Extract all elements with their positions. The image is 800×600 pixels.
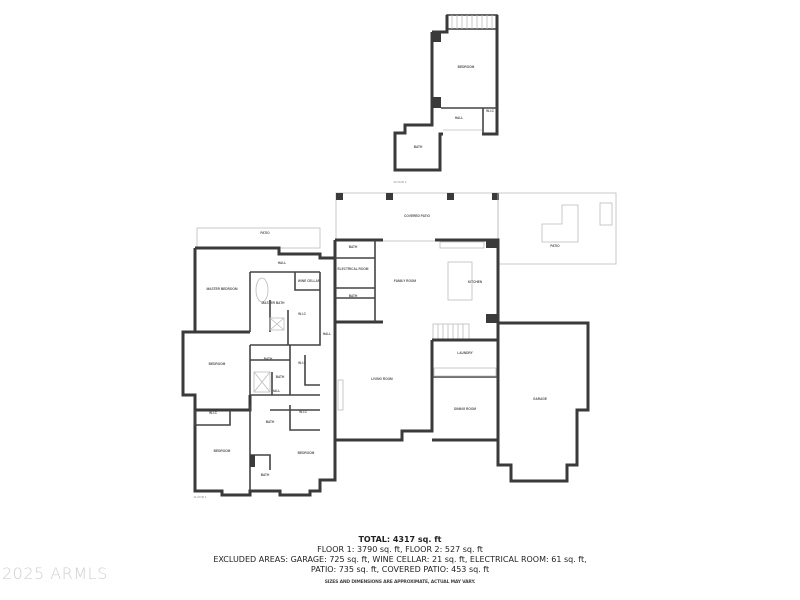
room-label: KITCHEN <box>468 280 483 284</box>
room-label: W.I.C <box>298 361 306 365</box>
room-label: BATH <box>261 473 270 477</box>
room-label: BEDROOM <box>298 451 315 455</box>
patio <box>497 192 617 265</box>
excluded-areas-2: PATIO: 735 sq. ft, COVERED PATIO: 453 sq… <box>310 565 490 574</box>
room-label: W.I.C <box>209 411 217 415</box>
excluded-areas-1: EXCLUDED AREAS: GARAGE: 725 sq. ft, WINE… <box>213 555 587 564</box>
room-label: W.I.C <box>299 410 307 414</box>
room-label: W.I.C <box>298 312 306 316</box>
floor-plan: BEDROOM HALL W.I.C BATH FLOOR 2 COVERED … <box>181 14 617 499</box>
room-label: MASTER BEDROOM <box>207 287 238 291</box>
left-wing-outer-wall <box>181 248 337 497</box>
room-label: FAMILY ROOM <box>394 279 416 283</box>
room-label: BATH <box>264 357 273 361</box>
room-label: BATH <box>276 375 285 379</box>
floor-2: BEDROOM HALL W.I.C BATH FLOOR 2 <box>393 14 499 184</box>
stair-treads <box>451 15 493 29</box>
floor-1-label: FLOOR 1 <box>194 495 207 499</box>
room-label: LIVING ROOM <box>371 377 393 381</box>
disclaimer: SIZES AND DIMENSIONS ARE APPROXIMATE, AC… <box>324 580 476 585</box>
room-label: BEDROOM <box>209 362 226 366</box>
family-kitchen-walls <box>333 238 500 324</box>
room-label: DINING ROOM <box>454 407 476 411</box>
room-label: BEDROOM <box>214 449 231 453</box>
room-label: BATH <box>266 420 275 424</box>
floor-1: COVERED PATIO PATIO PATIO FAMILY ROOM KI… <box>181 192 617 499</box>
living-room-walls <box>333 322 500 442</box>
room-label: HALL <box>272 389 281 393</box>
room-label: PATIO <box>260 231 270 235</box>
room-label: GARAGE <box>533 397 547 401</box>
garage-walls <box>496 321 590 483</box>
patio-left <box>196 227 321 249</box>
column <box>432 32 441 42</box>
room-label: BEDROOM <box>458 65 475 69</box>
room-label: LAUNDRY <box>457 351 473 355</box>
room-label: MASTER BATH <box>262 301 286 305</box>
room-label: BATH <box>414 145 423 149</box>
room-label: HALL <box>323 332 332 336</box>
room-label: W.I.C <box>486 109 494 113</box>
floor-areas: FLOOR 1: 3790 sq. ft, FLOOR 2: 527 sq. f… <box>317 545 483 554</box>
room-label: ELECTRICAL ROOM <box>338 267 369 271</box>
column <box>432 97 441 108</box>
room-label: PATIO <box>550 244 560 248</box>
room-label: COVERED PATIO <box>404 214 430 218</box>
room-label: HALL <box>278 261 287 265</box>
total-area: TOTAL: 4317 sq. ft <box>358 535 442 544</box>
room-label: BATH <box>349 294 358 298</box>
watermark: 2025 ARMLS <box>2 564 108 583</box>
upper-outer-wall <box>393 15 499 172</box>
room-label: WINE CELLAR <box>298 279 321 283</box>
room-label: BATH <box>349 245 358 249</box>
room-label: HALL <box>455 116 464 120</box>
floor-2-label: FLOOR 2 <box>394 180 407 184</box>
